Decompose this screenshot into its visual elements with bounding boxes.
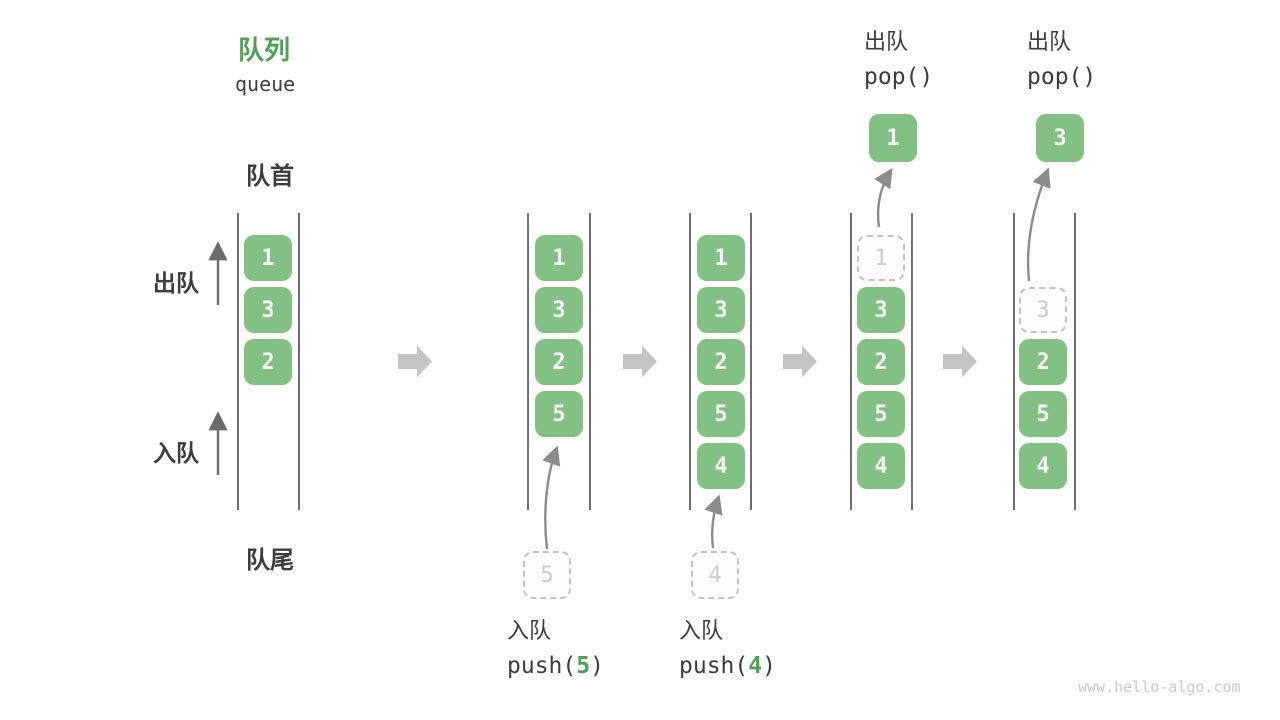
queue-item: 2 (697, 339, 745, 385)
queue-item: 4 (857, 443, 905, 489)
queue-item: 3 (697, 287, 745, 333)
queue-item: 2 (535, 339, 583, 385)
queue-item: 4 (1019, 443, 1067, 489)
push-arrow (704, 494, 723, 549)
pop-caption-label: 出队 (1027, 29, 1072, 54)
queue-item: 5 (535, 391, 583, 437)
push-caption: 入队 push(4) (679, 617, 776, 680)
pop-code: pop() (864, 64, 934, 90)
code-arg: 5 (576, 653, 591, 679)
push-caption-label: 入队 (507, 618, 552, 643)
code-suffix: ) (590, 653, 604, 679)
page-subtitle: queue (235, 72, 296, 96)
queue-walls (237, 213, 1076, 510)
push-caption: 入队 push(5) (507, 617, 604, 680)
code-prefix: push( (679, 653, 749, 679)
popped-item: 1 (869, 114, 917, 162)
push-arrow (542, 445, 561, 550)
step-arrows (398, 345, 977, 378)
queue-item: 3 (535, 287, 583, 333)
rear-label: 队尾 (246, 547, 294, 574)
code-prefix: push( (507, 653, 577, 679)
enqueue-label: 入队 (153, 440, 199, 466)
pop-caption-label: 出队 (864, 29, 909, 54)
removed-item: 1 (857, 235, 905, 281)
queue-item: 3 (857, 287, 905, 333)
popped-item: 3 (1036, 114, 1084, 162)
queue-item: 1 (244, 235, 292, 281)
step-arrow (398, 345, 432, 378)
front-label: 队首 (246, 163, 294, 190)
step-arrow (943, 345, 977, 378)
queue-item: 1 (535, 235, 583, 281)
push-code: push(5) (507, 652, 604, 680)
pop-caption: 出队 pop() (864, 28, 933, 91)
queue-item: 1 (697, 235, 745, 281)
queue-item: 4 (697, 443, 745, 489)
code-arg: 4 (748, 653, 763, 679)
queue-item: 2 (244, 339, 292, 385)
queue-item: 5 (697, 391, 745, 437)
pop-arrow (1026, 167, 1051, 282)
dequeue-label: 出队 (153, 270, 199, 296)
page-title: 队列 (238, 35, 291, 65)
step-arrow (623, 345, 657, 378)
push-caption-label: 入队 (679, 618, 724, 643)
queue-item: 3 (244, 287, 292, 333)
pending-item: 4 (691, 551, 739, 599)
removed-item: 3 (1019, 287, 1067, 333)
queue-item: 2 (857, 339, 905, 385)
queue-item: 2 (1019, 339, 1067, 385)
queue-item: 5 (1019, 391, 1067, 437)
queue-item: 5 (857, 391, 905, 437)
pending-item: 5 (523, 551, 571, 599)
pop-caption: 出队 pop() (1027, 28, 1096, 91)
pop-code: pop() (1027, 64, 1097, 90)
step-arrow (783, 345, 817, 378)
watermark: www.hello-algo.com (1078, 678, 1241, 696)
code-suffix: ) (762, 653, 776, 679)
pop-arrow (874, 167, 893, 228)
push-code: push(4) (679, 652, 776, 680)
